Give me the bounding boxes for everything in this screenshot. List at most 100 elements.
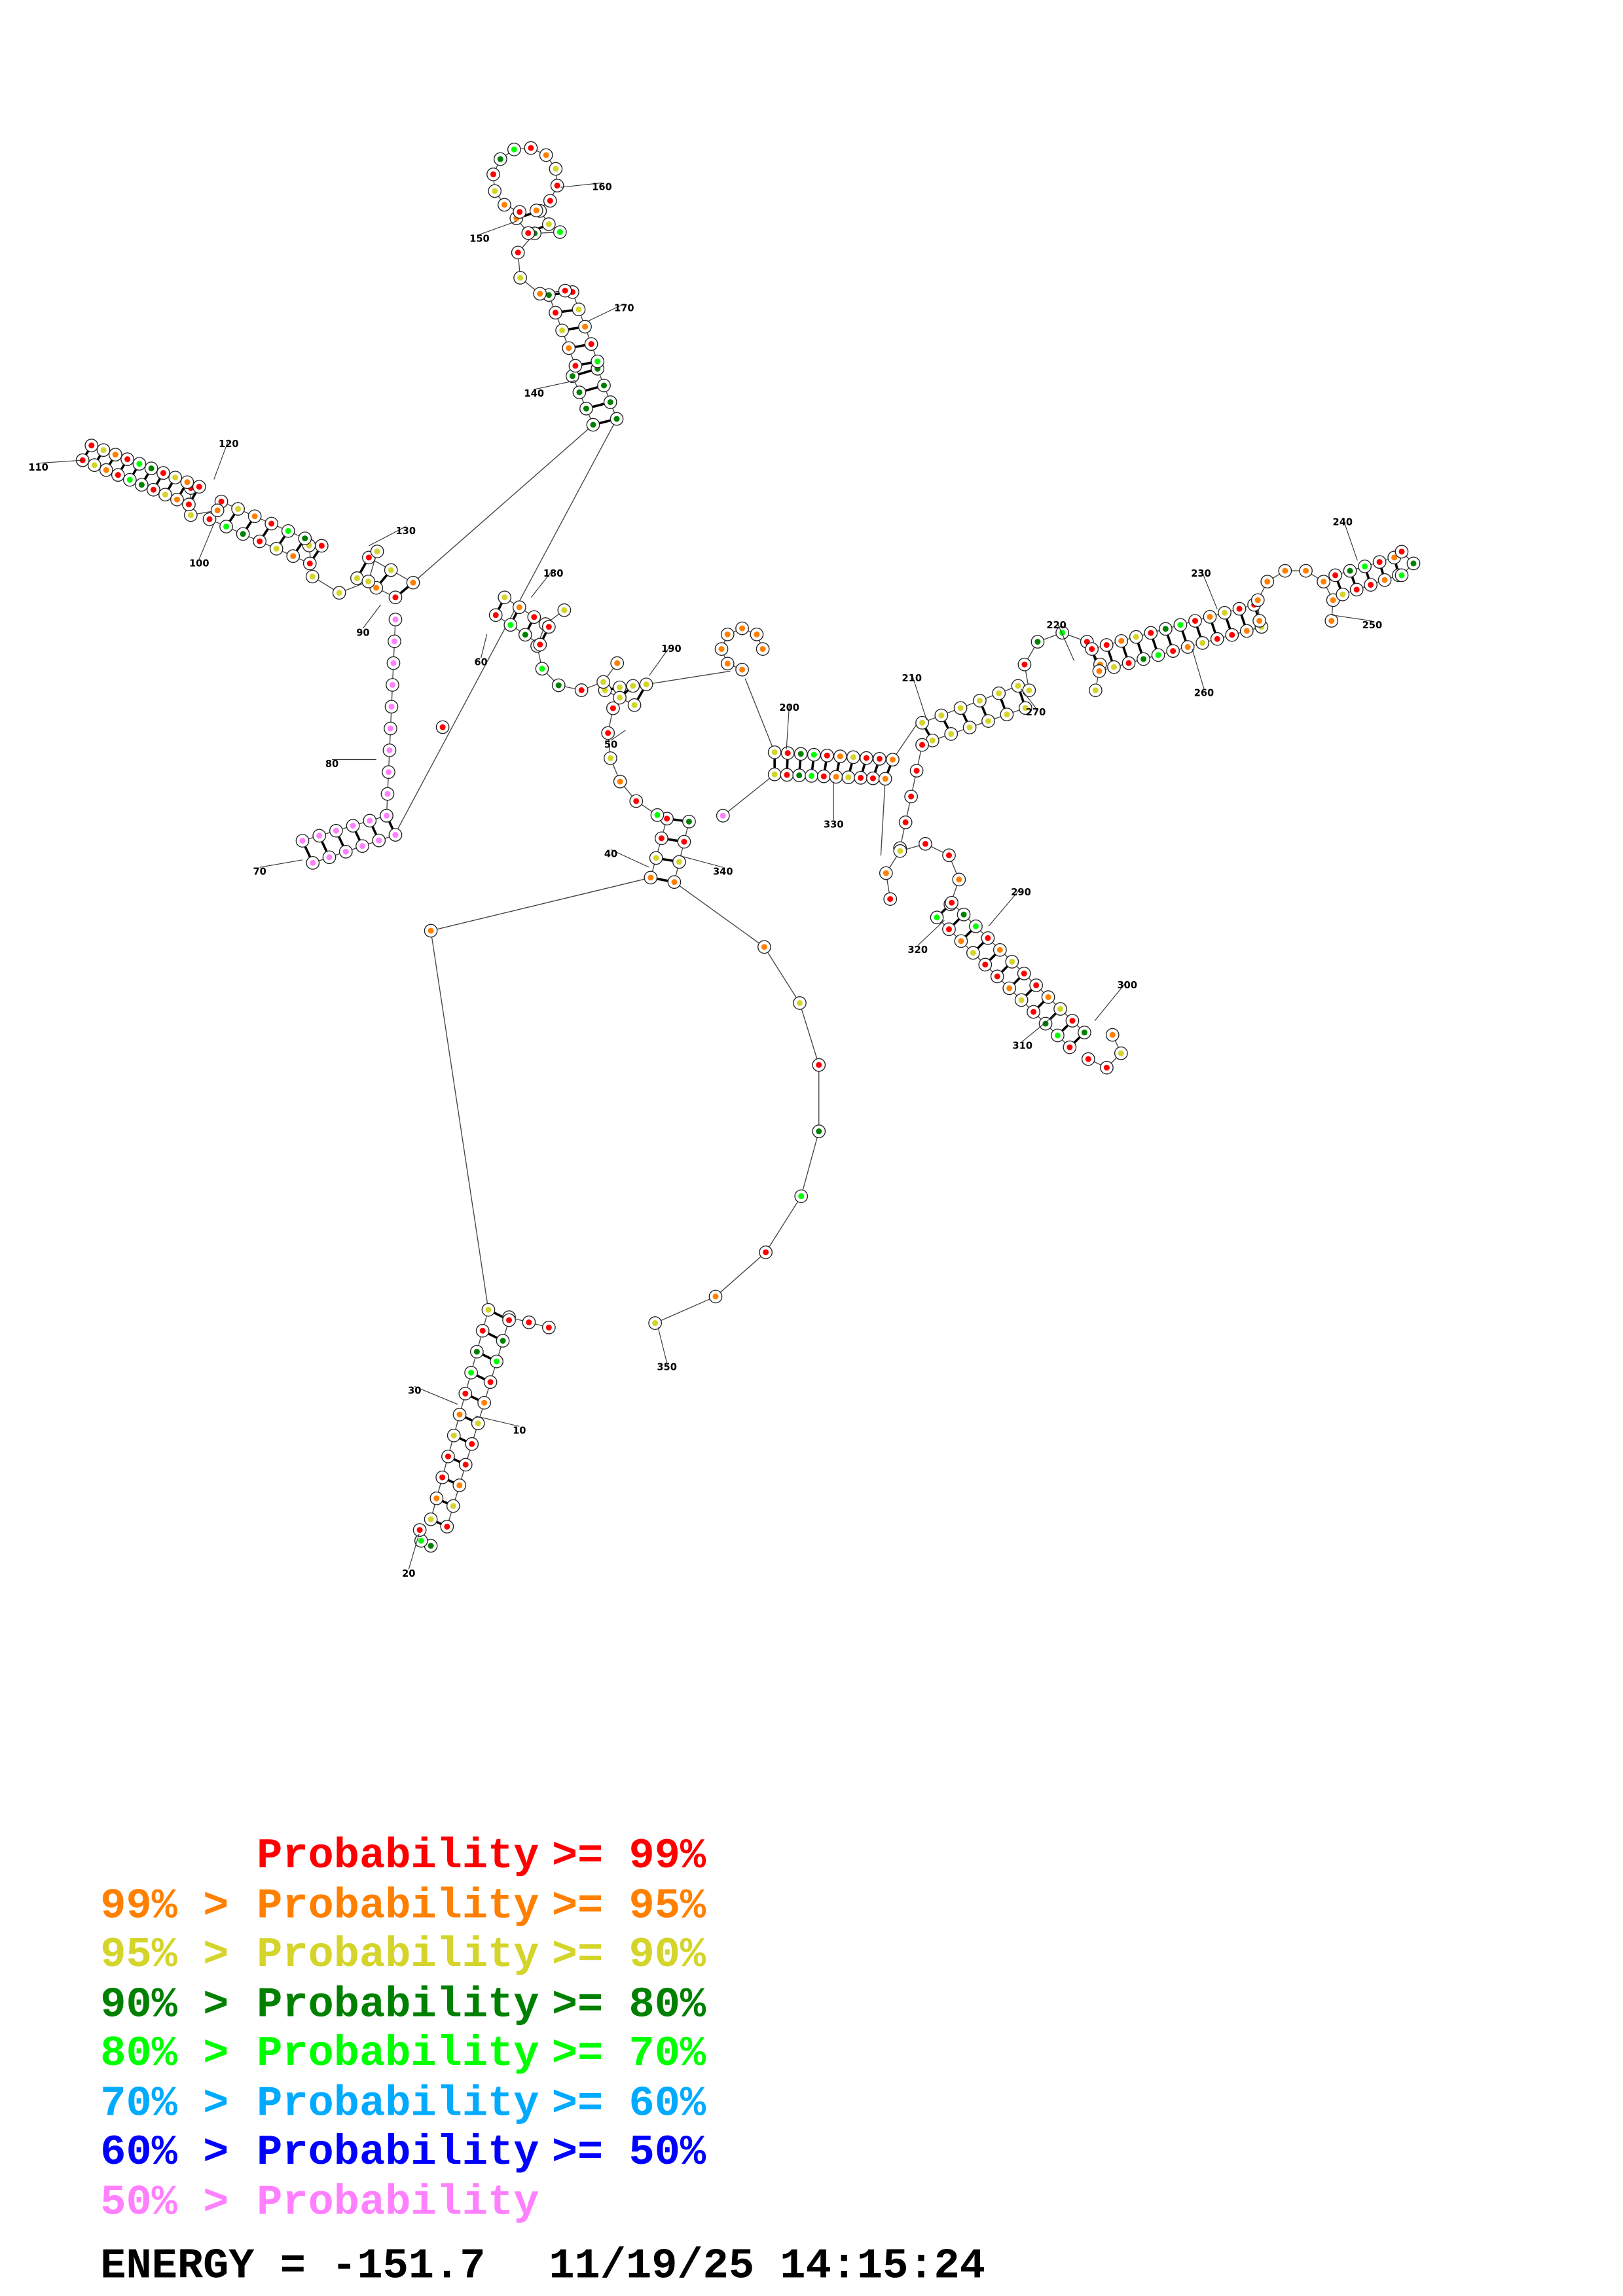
legend-row-8: 50% >Probability [100,2179,539,2227]
nucleotide [412,1523,427,1537]
nucleotide [720,656,735,671]
position-label: 190 [661,643,682,655]
nucleotide [780,746,795,760]
nucleotide [180,475,194,490]
nucleotide [1017,657,1032,672]
label-tick [1342,517,1358,561]
nucleotide [942,922,956,937]
label-tick [911,673,927,720]
nucleotide [295,834,310,848]
nucleotide [1336,587,1350,601]
nucleotide [435,1470,450,1484]
nucleotide [735,662,749,677]
nucleotide [812,1058,826,1072]
nucleotide [1018,701,1032,715]
nucleotide [1232,601,1247,616]
nucleotide [549,306,562,320]
nucleotide [168,471,183,485]
nucleotides [75,141,1421,1553]
legend-row-2: 99% >Probability>= 95% [100,1882,706,1931]
label-tick [587,303,625,322]
nucleotide [574,683,589,697]
nucleotide [610,656,625,670]
label-tick [610,849,649,868]
label-tick [1332,615,1372,622]
nucleotide [1114,1046,1128,1060]
nucleotide [96,443,111,457]
nucleotide [1099,638,1114,652]
nucleotide [1195,636,1210,650]
label-tick [678,855,723,868]
position-label: 100 [189,558,210,569]
nucleotide [1014,993,1029,1007]
nucleotide [132,457,147,471]
nucleotide [613,680,627,694]
nucleotide [458,1458,473,1472]
label-tick [362,604,381,629]
nucleotide [1239,624,1254,638]
nucleotide [496,1334,510,1348]
nucleotide [535,662,549,676]
nucleotide [793,747,808,761]
position-label: 50 [604,740,617,751]
nucleotide [572,302,586,317]
legend-row-4: 90% >Probability>= 80% [100,1981,706,2030]
nucleotide [1358,560,1372,573]
nucleotide [558,283,572,298]
nucleotide [578,319,592,334]
nucleotide [957,907,971,922]
nucleotide [820,748,834,762]
nucleotide [111,468,125,482]
nucleotide [1324,614,1339,628]
nucleotide [1038,1016,1053,1031]
nucleotide [572,386,587,399]
backbone-segment [801,1131,820,1196]
position-label: 90 [356,627,369,638]
nucleotide [513,205,527,219]
nucleotide [682,814,696,829]
nucleotide [993,942,1007,957]
nucleotide [555,323,570,338]
nucleotide [1364,578,1377,592]
nucleotide [626,679,640,693]
nucleotide [596,675,610,689]
nucleotide [735,621,749,636]
legend-row-1: Probability>= 99% [257,1832,706,1880]
nucleotide [708,1289,723,1304]
nucleotide [507,142,521,156]
nucleotide [1017,967,1031,980]
nucleotide [757,940,771,954]
nucleotide [1122,656,1136,670]
position-label: 220 [1046,620,1067,631]
position-label: 230 [1191,568,1211,579]
nucleotide [866,771,880,785]
nucleotide [883,892,898,906]
nucleotide [192,480,206,494]
nucleotide [793,996,807,1010]
nucleotide [452,1407,467,1422]
backbone-segment [765,1196,802,1253]
nucleotide [629,794,644,808]
nucleotide [388,634,401,649]
nucleotide [475,1323,490,1338]
nucleotide [639,677,653,692]
label-tick [988,888,1021,927]
nucleotide [356,839,369,853]
nucleotide [794,1189,809,1204]
nucleotide [441,1449,455,1463]
nucleotide [934,708,949,723]
nucleotide [298,531,312,545]
backbone-lines [82,147,1414,1547]
nucleotide [490,1354,503,1369]
position-label: 140 [524,388,545,399]
position-label: 200 [779,702,799,713]
nucleotide [714,642,729,656]
nucleotide [893,844,907,858]
nucleotide [524,141,538,155]
position-label: 260 [1194,688,1214,699]
nucleotide [677,834,691,849]
backbone-segment [744,678,775,753]
nucleotide [503,618,518,632]
nucleotide [1260,575,1275,589]
label-tick [1094,980,1128,1021]
